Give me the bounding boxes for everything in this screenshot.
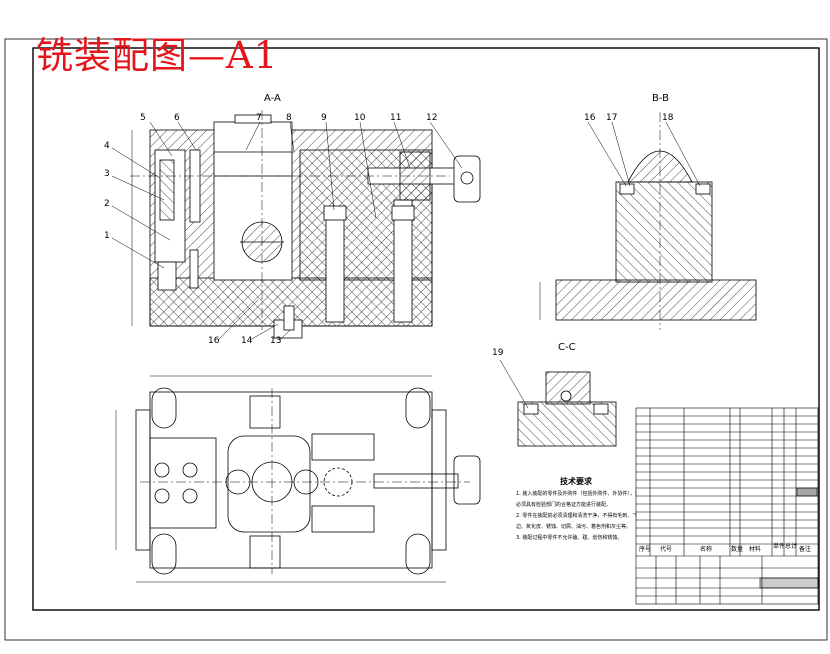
balloon-label: 8 xyxy=(286,113,292,123)
balloon-label: 4 xyxy=(104,141,110,151)
balloon-label: 19 xyxy=(492,348,504,358)
drawing-title: 铣装配图—A1 xyxy=(36,34,279,77)
note-line: 3. 装配过程中零件不允许磕、碰、划伤和锈蚀。 xyxy=(516,535,623,541)
sheet-border xyxy=(4,38,828,641)
balloon-label: 6 xyxy=(174,113,180,123)
table-header: 数量 xyxy=(731,546,744,553)
note-line: 必须具有检验部门的合格证方能进行装配。 xyxy=(516,502,612,508)
notes-heading: 技术要求 xyxy=(560,477,592,486)
section-aa-view xyxy=(111,110,481,341)
note-line: 边、氧化皮、锈蚀、切屑、油污、着色剂和灰尘等。 xyxy=(516,524,632,530)
section-aa-label: A-A xyxy=(264,93,281,104)
table-header: 序号 xyxy=(639,546,652,553)
balloon-label: 10 xyxy=(354,113,366,123)
table-header: 备注 xyxy=(799,546,812,553)
balloon-label: 16 xyxy=(584,113,596,123)
balloon-label: 3 xyxy=(104,169,110,179)
balloon-label: 14 xyxy=(241,336,253,346)
balloon-label: 5 xyxy=(140,113,146,123)
table-header: 总计 xyxy=(785,543,798,550)
parts-list-table xyxy=(635,407,819,605)
section-cc-view xyxy=(499,359,617,447)
technical-notes: 技术要求 1. 装入装配的零件及外购件（包括外购件、外协件），均 必须具有检验部… xyxy=(516,476,636,544)
note-line: 1. 装入装配的零件及外购件（包括外购件、外协件），均 xyxy=(516,491,636,497)
section-bb-label: B-B xyxy=(652,93,669,104)
balloon-label: 13 xyxy=(270,336,282,346)
section-bb-view xyxy=(539,112,757,330)
balloon-label: 2 xyxy=(104,199,110,209)
plan-view xyxy=(115,375,481,583)
balloon-label: 1 xyxy=(104,231,110,241)
balloon-label: 16 xyxy=(208,336,220,346)
balloon-label: 9 xyxy=(321,113,327,123)
table-header: 代号 xyxy=(660,546,673,553)
balloon-label: 18 xyxy=(662,113,674,123)
balloon-label: 11 xyxy=(390,113,402,123)
table-header: 材料 xyxy=(749,546,762,553)
balloon-label: 12 xyxy=(426,113,438,123)
note-line: 2. 零件在装配前必须清理和清洗干净，不得有毛刺、飞 xyxy=(516,513,636,519)
section-cc-label: C-C xyxy=(558,342,576,353)
balloon-label: 17 xyxy=(606,113,618,123)
balloon-label: 7 xyxy=(256,113,262,123)
table-header: 单件 xyxy=(773,543,786,550)
table-header: 名称 xyxy=(700,546,713,553)
